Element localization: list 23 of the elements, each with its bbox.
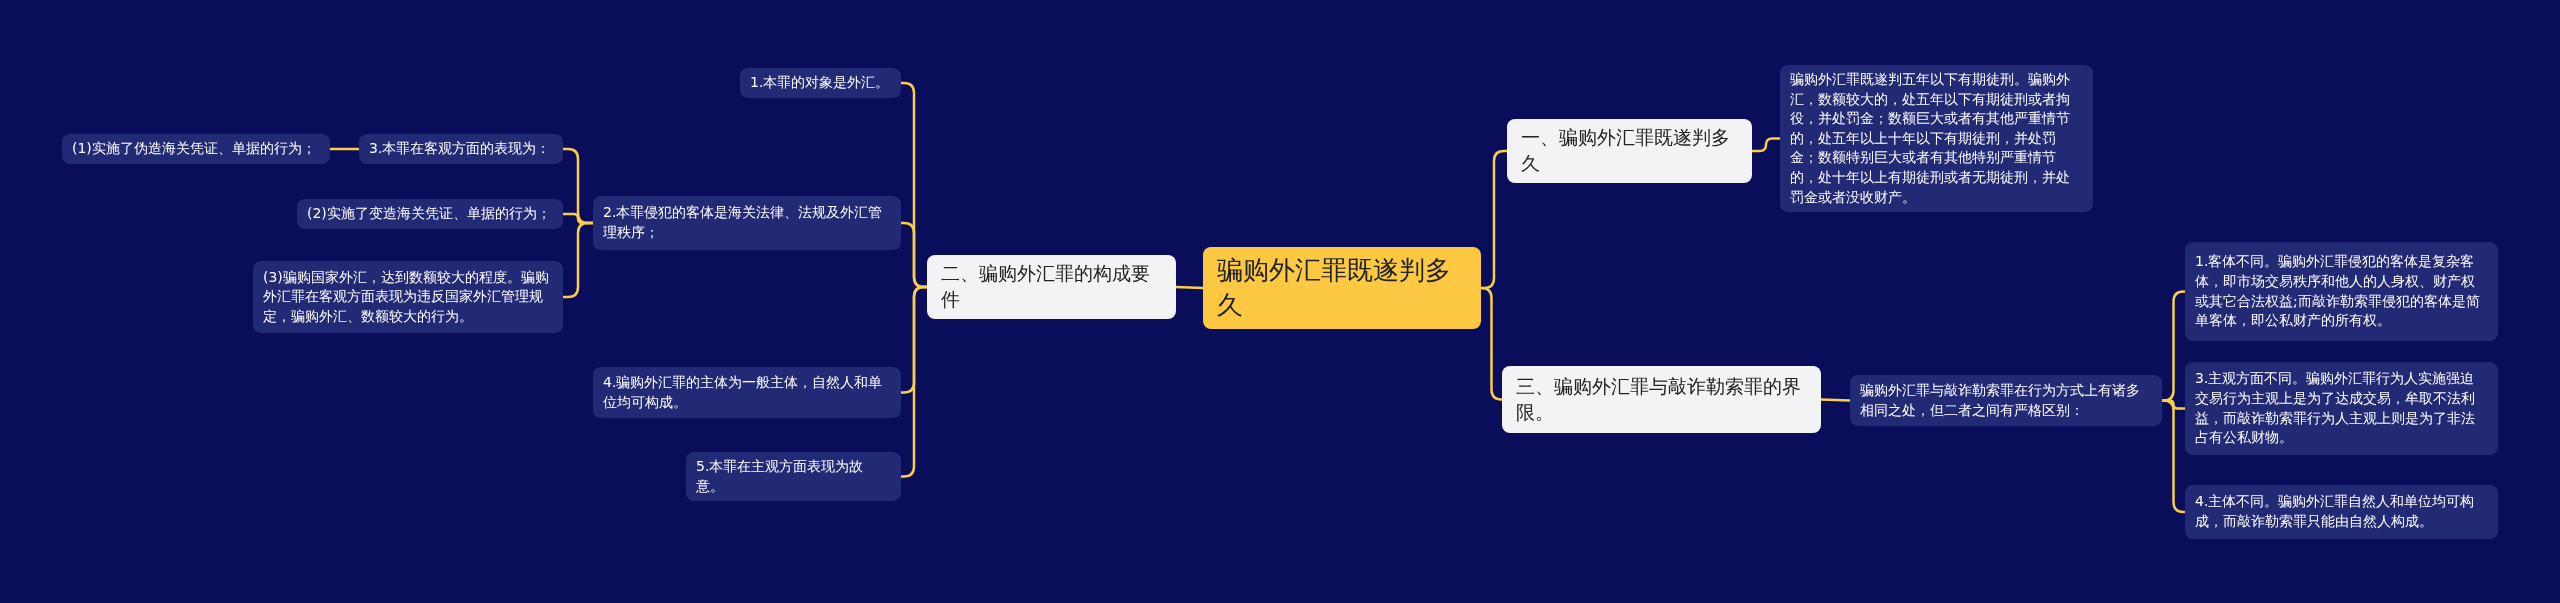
connector	[1175, 285, 1204, 290]
connector	[2161, 399, 2186, 514]
connector	[1820, 398, 1851, 402]
central-topic: 骗购外汇罪既遂判多久	[1203, 247, 1481, 329]
subtopic-box: (3)骗购国家外汇，达到数额较大的程度。骗购外汇罪在客观方面表现为违反国家外汇管理规定，骗购外汇、数额较大的行为。	[253, 261, 563, 333]
subtopic-box: 2.本罪侵犯的客体是海关法律、法规及外汇管理秩序；	[593, 196, 901, 250]
branch-topic: 一、骗购外汇罪既遂判多久	[1507, 119, 1752, 183]
subtopic-box: 4.主体不同。骗购外汇罪自然人和单位均可构成，而敲诈勒索罪只能由自然人构成。	[2185, 485, 2498, 539]
branch-topic: 二、骗购外汇罪的构成要件	[927, 255, 1176, 319]
subtopic-box: 3.主观方面不同。骗购外汇罪行为人实施强迫交易行为主观上是为了达成交易，牟取不法利益，而敲诈勒索罪行为人主观上则是为了非法占有公私财物。	[2185, 362, 2498, 455]
connector	[330, 147, 359, 151]
subtopic-box: 骗购外汇罪既遂判五年以下有期徒刑。骗购外汇，数额较大的，处五年以下有期徒刑或者拘役，并处罚金；数额巨大或者有其他严重情节的，处五年以上十年以下有期徒刑，并处罚金；数额特别巨大或者有其他特别严重情节的，处十年以上有期徒刑或者无期徒刑，并处罚金或者没收财产。	[1780, 65, 2093, 213]
subtopic-box: 骗购外汇罪与敲诈勒索罪在行为方式上有诸多相同之处，但二者之间有严格区别：	[1850, 375, 2162, 426]
subtopic-box: (2)实施了变造海关凭证、单据的行为；	[297, 199, 563, 229]
subtopic-box: 1.客体不同。骗购外汇罪侵犯的客体是复杂客体，即市场交易秩序和他人的人身权、财产权或其它合法权益;而敲诈勒索罪侵犯的客体是简单客体，即公私财产的所有权。	[2185, 242, 2498, 341]
connector	[1480, 286, 1503, 401]
subtopic-box: 5.本罪在主观方面表现为故意。	[686, 452, 901, 502]
subtopic-box: 1.本罪的对象是外汇。	[740, 68, 901, 98]
connector	[1752, 137, 1780, 153]
branch-topic: 三、骗购外汇罪与敲诈勒索罪的界限。	[1502, 366, 1821, 433]
subtopic-box: 4.骗购外汇罪的主体为一般主体，自然人和单位均可构成。	[593, 367, 901, 418]
subtopic-box: (1)实施了伪造海关凭证、单据的行为；	[62, 134, 330, 164]
subtopic-box: 3.本罪在客观方面的表现为：	[359, 134, 563, 164]
